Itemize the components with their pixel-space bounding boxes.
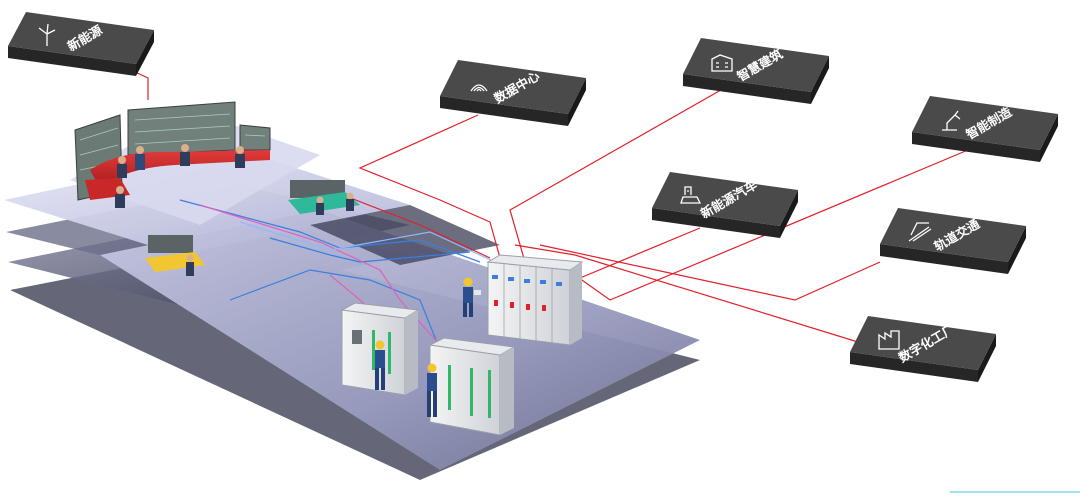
link-cyan-1 (239, 221, 496, 263)
switchgear-front-right (428, 337, 516, 436)
tile-top-face (850, 316, 996, 370)
tile-side-face (978, 334, 996, 382)
tile-top-face (683, 38, 829, 92)
link-rail-transit (539, 244, 881, 301)
node-smart-building: 智慧建筑 (683, 38, 829, 104)
connection-lines (104, 57, 969, 351)
train-icon (908, 222, 932, 242)
tile-front-face (880, 244, 1008, 274)
link-data-center (358, 114, 501, 259)
control-room (74, 101, 271, 208)
node-nev: 新能源汽车 (652, 172, 798, 238)
wind-turbine-icon (38, 23, 56, 46)
main-floor-strip (310, 205, 500, 265)
link-digital-factory (514, 244, 859, 343)
tile-top-face (880, 208, 1026, 262)
tile-side-face (568, 78, 586, 126)
wifi-signal-icon (470, 84, 488, 92)
robot-arm-icon (942, 110, 961, 131)
tile-top-face (8, 12, 154, 64)
worker-1 (463, 277, 481, 317)
switchgear-row-right (486, 254, 584, 346)
tile-side-face (1040, 114, 1058, 162)
link-blue-3 (269, 237, 471, 263)
node-rail-transit: 轨道交通 (880, 208, 1026, 274)
tile-front-face (652, 208, 780, 238)
node-digital-factory: 数字化工厂 (850, 316, 996, 382)
tile-top-face (912, 96, 1058, 150)
link-blue-2 (229, 269, 441, 351)
tile-side-face (780, 190, 798, 238)
tile-front-face (912, 132, 1040, 162)
node-data-center: 数据中心 (440, 60, 586, 126)
tile-top-face (440, 60, 586, 114)
building-icon (711, 54, 733, 72)
node-new-energy: 新能源 (8, 12, 154, 76)
node-smart-manufacturing: 智能制造 (912, 96, 1058, 162)
worker-3 (427, 363, 437, 417)
factory-icon (878, 330, 900, 350)
tile-front-face (850, 352, 978, 382)
tile-front-face (683, 74, 811, 104)
charging-car-icon (680, 186, 702, 204)
tile-side-face (1008, 226, 1026, 274)
operators-control-room (115, 144, 245, 208)
tile-side-face (811, 56, 829, 104)
link-internal-red (329, 189, 491, 259)
tile-side-face (136, 30, 154, 76)
link-smart-building (509, 81, 736, 263)
worker-2 (375, 340, 385, 390)
switchgear-front-left (340, 302, 420, 396)
video-wall-right (239, 124, 271, 151)
tile-front-face (8, 46, 136, 76)
workstation-green (288, 180, 360, 215)
tile-front-face (440, 96, 568, 126)
tile-top-face (652, 172, 798, 226)
workstation-yellow (145, 235, 205, 276)
